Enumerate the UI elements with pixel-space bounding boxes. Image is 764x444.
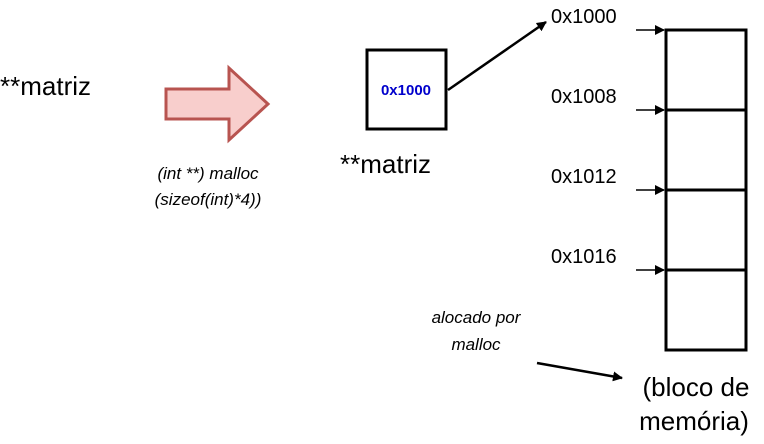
pointer-value: 0x1000 (381, 82, 431, 99)
address-label: 0x1000 (551, 6, 617, 28)
pointer-arrow (447, 20, 547, 92)
allocated-note-line2: malloc (451, 335, 501, 354)
malloc-call-line1: (int **) malloc (157, 164, 259, 183)
note-arrow (536, 361, 623, 382)
malloc-call-line2: (sizeof(int)*4)) (155, 190, 262, 209)
memory-cell (664, 108, 748, 192)
address-label: 0x1012 (551, 166, 617, 188)
memory-block (664, 28, 748, 352)
address-label: 0x1008 (551, 86, 617, 108)
block-label-line2: memória) (639, 406, 749, 436)
memory-cell (664, 28, 748, 112)
block-label-line1: (bloco de (643, 372, 750, 402)
allocated-note-line1: alocado por (432, 308, 522, 327)
pointer-label: **matriz (340, 149, 431, 179)
memory-cell (664, 188, 748, 272)
pointer-box (365, 48, 448, 131)
memory-cell (664, 268, 748, 352)
block-arrow-icon (164, 64, 271, 144)
source-pointer-label: **matriz (0, 71, 91, 101)
address-label: 0x1016 (551, 246, 617, 268)
